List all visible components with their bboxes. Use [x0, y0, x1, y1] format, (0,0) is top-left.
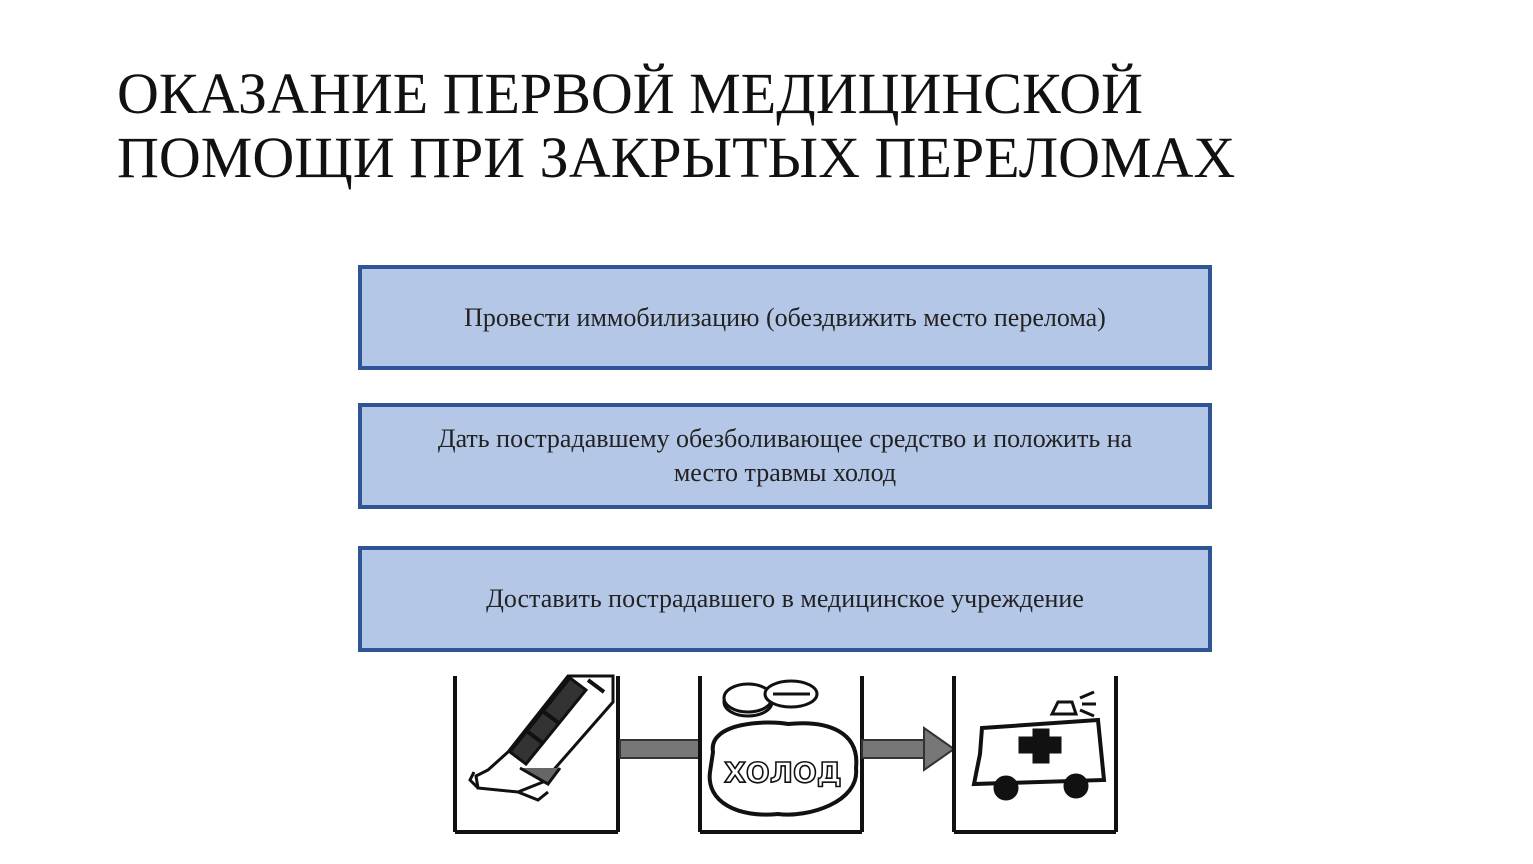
cold-pack-icon: ХОЛОД	[707, 720, 859, 817]
arrow-right-icon-2	[861, 726, 956, 772]
step-2-line-1: Дать пострадавшему обезболивающее средст…	[437, 424, 1133, 453]
step-box-painkiller-cold: Дать пострадавшему обезболивающее средст…	[358, 403, 1212, 509]
step-box-transport: Доставить пострадавшего в медицинское уч…	[358, 546, 1212, 652]
step-box-immobilize: Провести иммобилизацию (обездвижить мест…	[358, 265, 1212, 370]
step-3-text: Доставить пострадавшего в медицинское уч…	[486, 584, 1084, 613]
arrow-right-icon	[619, 739, 701, 759]
title-line-2: ПОМОЩИ ПРИ ЗАКРЫТЫХ ПЕРЕЛОМАХ	[117, 125, 1236, 190]
splinted-leg-icon	[453, 674, 620, 834]
title-line-1: ОКАЗАНИЕ ПЕРВОЙ МЕДИЦИНСКОЙ	[117, 61, 1143, 126]
step-2-text: Дать пострадавшему обезболивающее средст…	[438, 422, 1132, 490]
step-2-line-2: место травмы холод	[673, 458, 897, 487]
first-aid-illustration: ХОЛОД	[453, 674, 1118, 834]
ambulance-icon	[952, 676, 1118, 834]
cold-pack-label: ХОЛОД	[724, 756, 841, 789]
step-1-text: Провести иммобилизацию (обездвижить мест…	[464, 302, 1106, 332]
slide-title: ОКАЗАНИЕ ПЕРВОЙ МЕДИЦИНСКОЙ ПОМОЩИ ПРИ З…	[117, 62, 1417, 190]
